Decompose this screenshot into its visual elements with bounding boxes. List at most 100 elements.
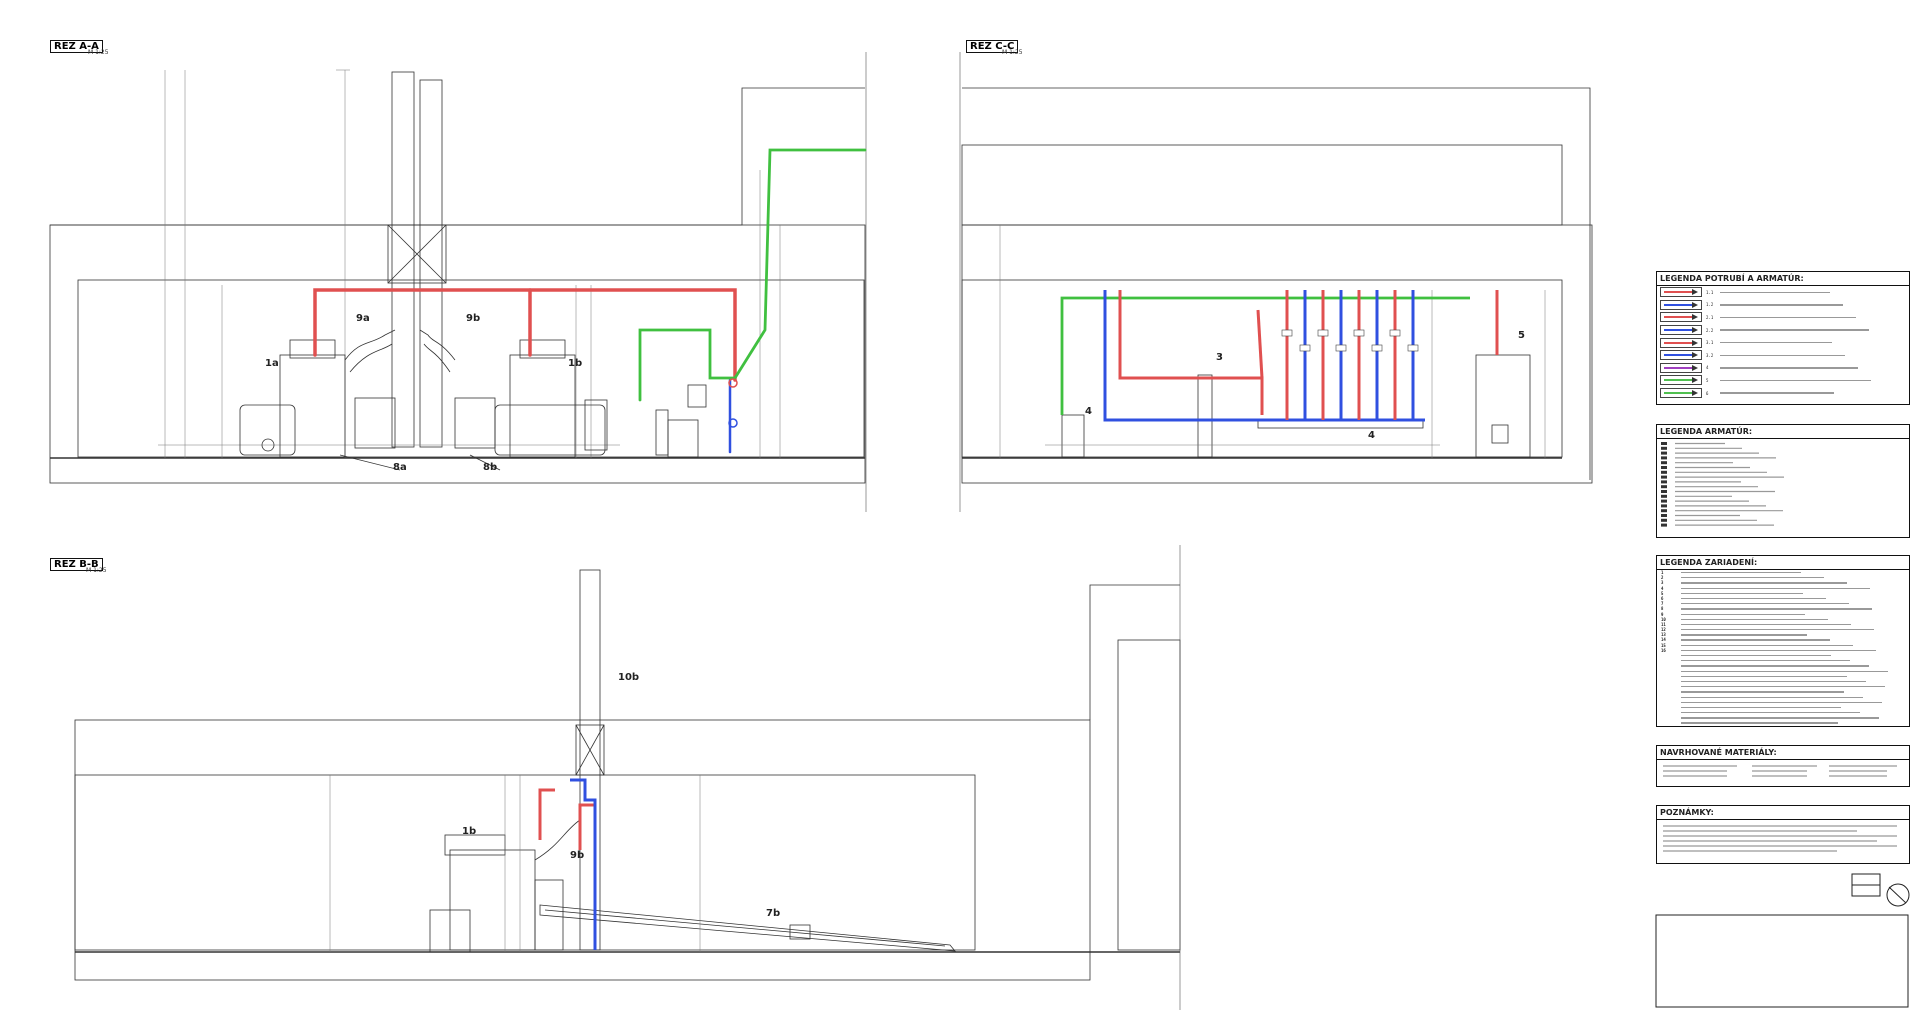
device-row-extra <box>1657 679 1909 684</box>
section-bb-scale: M 1:25 <box>86 567 107 574</box>
device-row-extra <box>1657 700 1909 705</box>
device-desc-line <box>1681 670 1888 672</box>
device-row-extra <box>1657 720 1909 725</box>
pipe-code: 1.2 <box>1706 302 1714 308</box>
fitting-symbol-icon <box>1661 494 1667 498</box>
cc-green-line <box>1060 296 1470 415</box>
fitting-symbol-icon <box>1661 456 1667 460</box>
tag-1b-bb: 1b <box>462 826 477 837</box>
device-row-extra <box>1657 689 1909 694</box>
tag-9b-bb: 9b <box>570 850 585 861</box>
cc-supply-main <box>1118 290 1264 415</box>
bb-return <box>570 778 597 950</box>
fitting-symbol-icon <box>1661 504 1667 508</box>
cc-tank-5 <box>1475 354 1531 458</box>
device-row: 11 <box>1657 622 1909 627</box>
device-desc-line <box>1681 608 1872 610</box>
pipe-code: 4 <box>1706 365 1709 371</box>
device-code: 7 <box>1661 601 1664 607</box>
device-desc-line <box>1681 623 1851 626</box>
bb-roof-line <box>1089 584 1180 720</box>
device-row: 7 <box>1657 601 1909 606</box>
bb-right-wall <box>1117 639 1181 951</box>
north-arrow-icon <box>1886 883 1910 907</box>
aa-supply-main <box>313 288 737 382</box>
tag-9b: 9b <box>466 313 481 324</box>
device-desc-line <box>1681 696 1863 698</box>
aa-chimney-breach <box>387 224 447 284</box>
aa-chimney-right <box>419 79 443 448</box>
device-row: 9 <box>1657 612 1909 617</box>
legend-fittings-title: LEGENDA ARMATÚR: <box>1657 425 1909 439</box>
bb-boiler-top <box>444 834 506 856</box>
section-aa-title: REZ A-A <box>50 40 103 53</box>
device-row-extra <box>1657 705 1909 710</box>
bb-inner-room <box>74 774 976 951</box>
boiler-1b-hopper <box>454 397 496 449</box>
fitting-symbol-icon <box>1661 442 1667 445</box>
device-code: 14 <box>1661 637 1666 643</box>
device-row-extra <box>1657 684 1909 689</box>
aa-inner-room <box>77 279 865 458</box>
device-desc-line <box>1681 691 1844 693</box>
aa-vessel <box>655 409 669 456</box>
bb-supply-2 <box>578 803 597 850</box>
section-bb <box>74 545 1181 1010</box>
legend-notes: POZNÁMKY: <box>1656 805 1910 864</box>
device-code: 3 <box>1661 580 1664 586</box>
aa-filter <box>687 384 707 408</box>
cc-expansion-4 <box>1061 414 1085 458</box>
device-code: 9 <box>1661 611 1664 617</box>
tag-10b: 10b <box>618 672 640 683</box>
legend-pipes-title: LEGENDA POTRUBÍ A ARMATÚR: <box>1657 272 1909 286</box>
aa-chimney-left <box>391 71 415 448</box>
device-row: 4 <box>1657 586 1909 591</box>
device-desc-line <box>1681 634 1807 636</box>
section-aa-scale: M 1:25 <box>88 49 109 56</box>
pipe-swatch <box>1660 362 1702 373</box>
device-row: 10 <box>1657 617 1909 622</box>
cc-inner-room <box>961 279 1563 458</box>
legend-pipe-row: 5 <box>1657 374 1909 387</box>
tag-5: 5 <box>1518 330 1525 341</box>
pipe-desc-placeholder <box>1720 291 1830 294</box>
pipe-swatch <box>1660 299 1702 310</box>
bb-boiler-front <box>534 879 564 951</box>
device-code: 4 <box>1661 585 1664 591</box>
legend-fittings: LEGENDA ARMATÚR: <box>1656 424 1910 538</box>
fitting-symbol-icon <box>1661 451 1667 455</box>
bb-auger-motor <box>789 924 811 940</box>
aa-chimney-x2 <box>387 224 447 284</box>
fitting-symbol-icon <box>1661 475 1667 479</box>
legend-pipe-row: 4 <box>1657 362 1909 375</box>
fitting-symbol-icon <box>1661 490 1667 493</box>
device-desc-line <box>1681 701 1882 703</box>
device-desc-line <box>1681 592 1803 595</box>
flue-9a-b <box>349 343 393 373</box>
device-code: 8 <box>1661 606 1664 612</box>
pipe-swatch <box>1660 388 1702 399</box>
cc-upper-band <box>961 144 1563 226</box>
legend-notes-title: POZNÁMKY: <box>1657 806 1909 820</box>
device-row: 14 <box>1657 637 1909 642</box>
bb-auger-7b <box>539 904 956 952</box>
tag-4-manifold: 4 <box>1368 430 1375 441</box>
pipe-desc-placeholder <box>1720 367 1858 369</box>
bb-auger-axis <box>544 909 946 947</box>
device-code: 5 <box>1661 590 1664 596</box>
flue-base-8a <box>339 454 401 471</box>
aa-dimensions <box>158 69 781 458</box>
section-bb-title: REZ B-B <box>50 558 103 571</box>
fitting-symbol-icon <box>1661 509 1667 513</box>
device-desc-line <box>1681 665 1869 667</box>
legend-devices-title: LEGENDA ZARIADENÍ: <box>1657 556 1909 570</box>
device-desc-line <box>1681 686 1885 688</box>
device-row: 12 <box>1657 627 1909 632</box>
boiler-1b-box <box>584 399 608 451</box>
device-code: 12 <box>1661 627 1666 633</box>
device-desc-line <box>1681 644 1853 646</box>
bb-flue-9b <box>534 819 581 861</box>
device-desc-line <box>1681 722 1838 724</box>
device-row: 3 <box>1657 580 1909 585</box>
aa-roof-line <box>50 87 865 226</box>
